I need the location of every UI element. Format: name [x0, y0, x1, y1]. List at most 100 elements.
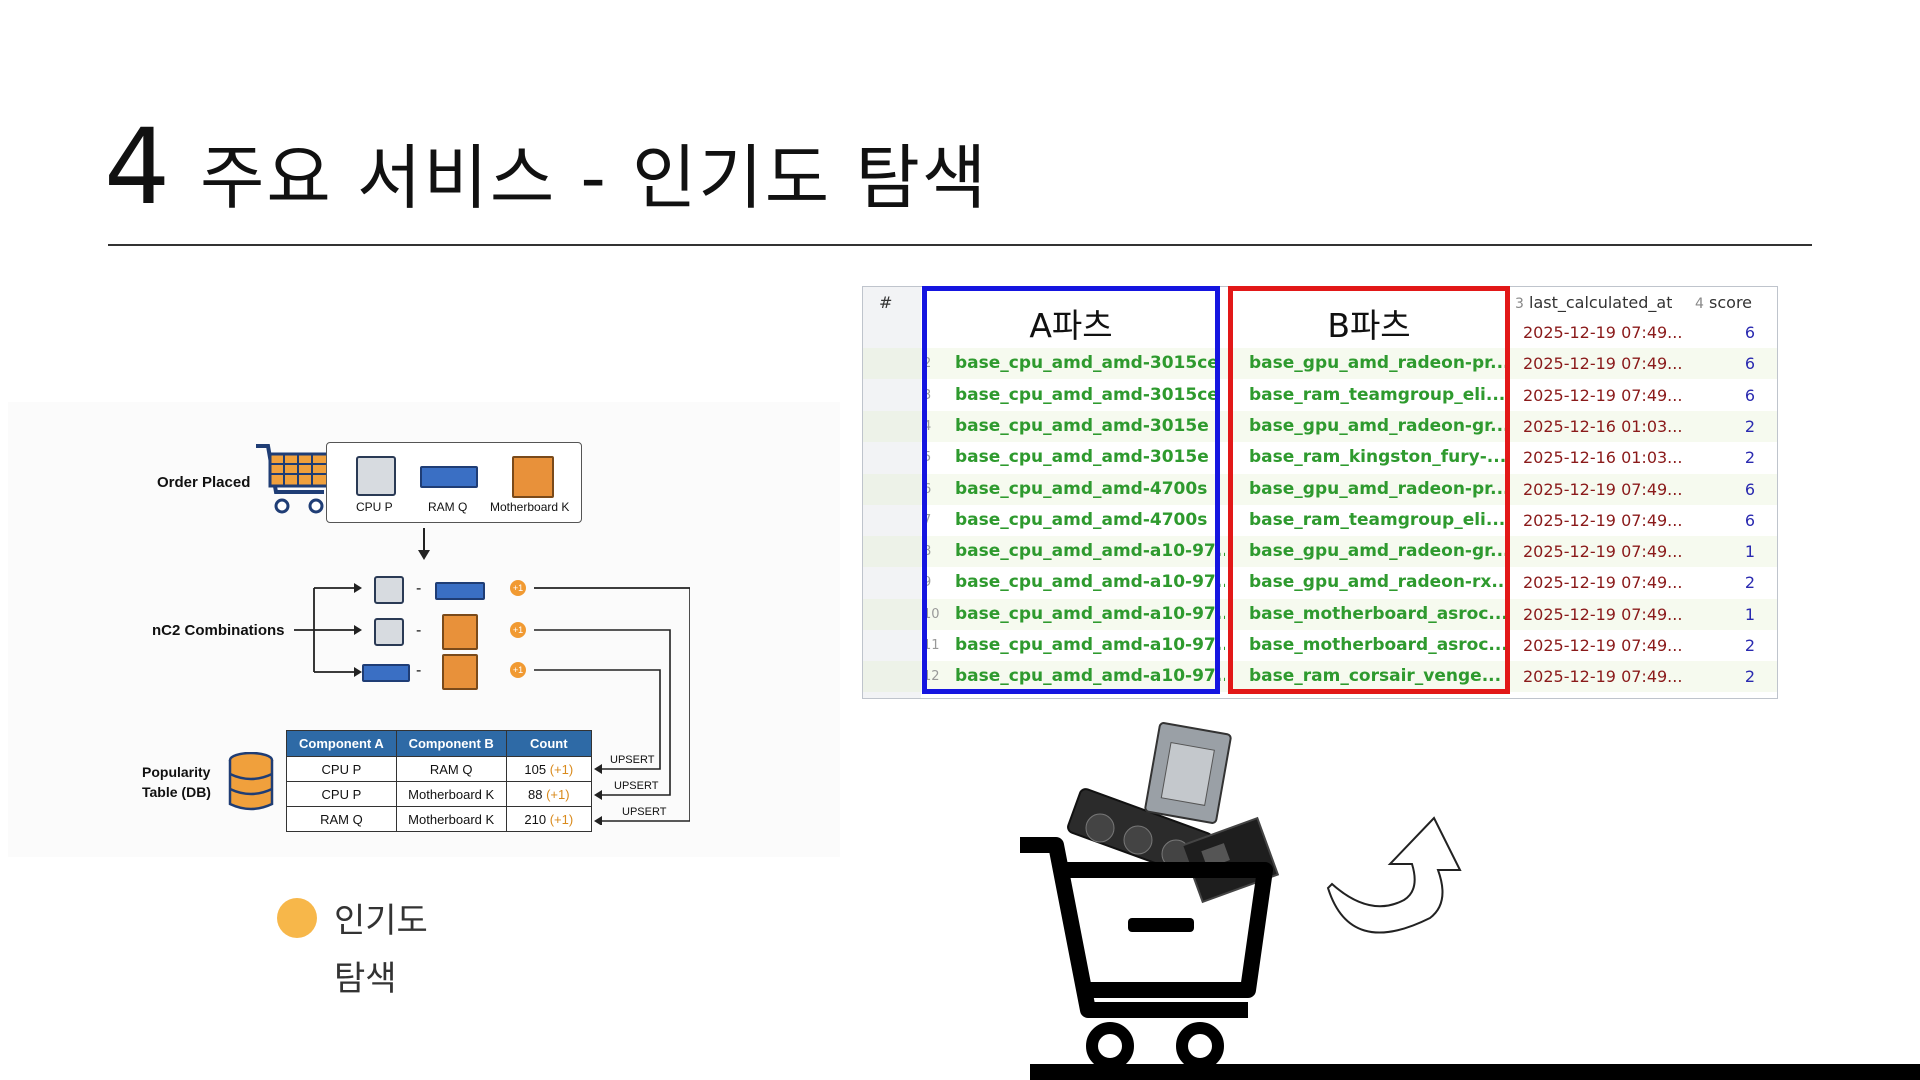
cell-part-a: base_cpu_amd_amd-3015ce — [955, 353, 1219, 374]
col3-index: 3 — [1515, 296, 1524, 312]
col4-header: score — [1709, 293, 1753, 312]
cell-component-a: CPU P — [286, 781, 397, 807]
combo3-ram-icon — [362, 664, 410, 682]
part-a-label: A파츠 — [1029, 306, 1113, 345]
cpu-icon — [356, 456, 396, 496]
header-last-calculated[interactable]: 3 last_calculated_at — [1515, 287, 1672, 320]
cell-last-calculated: 2025-12-19 07:49... — [1523, 323, 1683, 342]
row-number: 5 — [923, 450, 932, 466]
table-row[interactable]: 6 base_cpu_amd_amd-4700s base_gpu_amd_rade… — [863, 473, 1777, 505]
cell-score: 2 — [1744, 667, 1755, 687]
count-value: 105 — [524, 761, 547, 777]
table-row[interactable]: 5 base_cpu_amd_amd-3015e base_ram_kingston… — [863, 442, 1777, 473]
cell-last-calculated: 2025-12-19 07:49... — [1523, 542, 1683, 562]
cell-score: 6 — [1744, 479, 1755, 499]
cell-last-calculated: 2025-12-19 07:49... — [1523, 604, 1683, 624]
combo2-plus-one: +1 — [510, 622, 526, 638]
cell-part-b: base_ram_corsair_venge... — [1249, 666, 1502, 687]
upsert-label-3: UPSERT — [622, 806, 667, 818]
combo2-cpu-icon — [374, 618, 404, 646]
bullet-line-2: 탐색 — [334, 959, 397, 999]
motherboard-icon — [512, 456, 554, 498]
header-count: Count — [505, 730, 593, 757]
cell-part-a: base_cpu_amd_amd-4700s — [955, 478, 1208, 499]
row-number: 8 — [923, 544, 932, 560]
cell-part-b: base_gpu_amd_radeon-gr... — [1249, 415, 1505, 436]
table-row[interactable]: 8 base_cpu_amd_amd-a10-97... base_gpu_amd_… — [863, 536, 1777, 568]
part-a-highlight-box: A파츠 — [922, 286, 1220, 694]
table-row[interactable]: 2025-12-19 07:49...6 — [863, 317, 1777, 348]
combo1-dash: - — [416, 580, 422, 597]
popularity-label-line1: Popularity — [142, 764, 211, 780]
cell-part-a: base_cpu_amd_amd-3015e — [955, 447, 1209, 468]
combo1-plus-one: +1 — [510, 580, 526, 596]
cell-score: 1 — [1744, 604, 1755, 624]
combo1-ram-icon — [435, 582, 485, 600]
combo3-plus-one: +1 — [510, 662, 526, 678]
cell-part-a: base_cpu_amd_amd-a10-97... — [955, 635, 1225, 655]
cell-part-a: base_cpu_amd_amd-a10-97... — [955, 603, 1225, 624]
combo3-motherboard-icon — [442, 654, 478, 690]
cell-part-a: base_cpu_amd_amd-a10-97... — [955, 541, 1225, 562]
cell-score: 6 — [1744, 354, 1755, 374]
cell-part-b: base_gpu_amd_radeon-gr... — [1249, 541, 1505, 562]
header-component-a: Component A — [286, 730, 397, 757]
cell-score: 6 — [1744, 510, 1755, 530]
header-score[interactable]: 4 score — [1695, 287, 1752, 320]
count-value: 210 — [524, 811, 547, 827]
cell-score: 2 — [1744, 636, 1755, 655]
cell-component-a: CPU P — [286, 756, 397, 782]
cell-last-calculated: 2025-12-19 07:49... — [1523, 510, 1683, 530]
slide-number: 4 — [104, 106, 171, 228]
curved-arrow-icon — [1326, 816, 1462, 934]
cell-part-b: base_ram_teamgroup_eli... — [1249, 509, 1505, 530]
cell-last-calculated: 2025-12-19 07:49... — [1523, 385, 1683, 405]
cell-part-b: base_gpu_amd_radeon-pr... — [1249, 478, 1505, 499]
combo2-motherboard-icon — [442, 614, 478, 650]
upsert-connectors — [534, 587, 690, 825]
upsert-label-1: UPSERT — [610, 754, 655, 766]
row-number-gutter — [863, 287, 921, 698]
arrow-down-icon — [418, 528, 430, 560]
cell-count: 105 (+1) — [505, 756, 593, 782]
cell-part-b: base_ram_kingston_fury-... — [1249, 447, 1505, 468]
col4-index: 4 — [1695, 296, 1704, 312]
cell-part-b: base_motherboard_asroc... — [1249, 603, 1505, 624]
col3-header: last_calculated_at — [1529, 293, 1673, 312]
cell-part-a: base_cpu_amd_amd-a10-97... — [955, 572, 1225, 593]
cell-last-calculated: 2025-12-16 01:03... — [1523, 448, 1683, 468]
popularity-table: Component A Component B Count CPU P RAM … — [286, 730, 593, 832]
cell-score: 2 — [1744, 416, 1755, 436]
cell-component-b: Motherboard K — [395, 781, 507, 807]
database-icon — [228, 752, 274, 811]
cell-last-calculated: 2025-12-19 07:49... — [1523, 636, 1683, 655]
component-ram-label: RAM Q — [428, 500, 468, 514]
part-b-label: B파츠 — [1327, 306, 1411, 345]
cell-part-b: base_gpu_amd_radeon-rx... — [1249, 572, 1505, 593]
count-increment: (+1) — [549, 761, 574, 777]
cell-part-a: base_cpu_amd_amd-3015ce — [955, 384, 1219, 405]
bullet-line-1: 인기도 — [334, 901, 428, 941]
part-b-highlight-box: B파츠 — [1228, 286, 1510, 694]
table-row[interactable]: 9 base_cpu_amd_amd-a10-97... base_gpu_amd_… — [863, 567, 1777, 598]
shopping-cart-icon — [256, 444, 332, 514]
row-number: 9 — [923, 575, 932, 591]
count-increment: (+1) — [549, 811, 574, 827]
combo3-dash: - — [416, 662, 422, 679]
cell-part-b: base_ram_teamgroup_eli... — [1249, 384, 1505, 405]
component-cpu-label: CPU P — [356, 500, 393, 514]
cell-count: 210 (+1) — [505, 806, 593, 832]
row-number: 7 — [923, 512, 932, 528]
combo2-dash: - — [416, 622, 422, 639]
baseline-bar — [1030, 1064, 1920, 1080]
header-component-b: Component B — [395, 730, 507, 757]
hash-header: # — [879, 293, 893, 312]
cell-score: 1 — [1744, 542, 1755, 562]
